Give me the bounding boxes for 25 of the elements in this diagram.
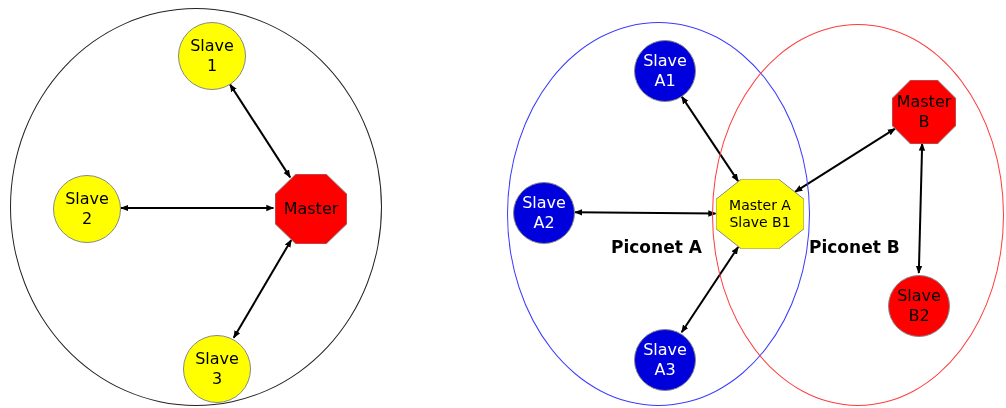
double-arrow xyxy=(574,209,717,217)
node-label: Slave A3 xyxy=(642,340,688,380)
node-label: Master A xyxy=(728,196,792,214)
node-label: Master B xyxy=(896,92,952,132)
node-label: Slave 2 xyxy=(64,189,110,229)
node-label: Slave 3 xyxy=(194,349,240,389)
double-arrow xyxy=(680,95,740,183)
node-label: Slave B2 xyxy=(896,286,942,326)
slave-circle xyxy=(183,335,251,403)
piconet-label: Piconet A xyxy=(611,237,702,257)
double-arrow xyxy=(232,238,293,339)
double-arrow xyxy=(794,127,897,193)
node-label: Master xyxy=(282,199,340,219)
node-label: Slave A1 xyxy=(642,51,688,91)
node-label: Slave A2 xyxy=(521,193,567,233)
master-octagon xyxy=(716,179,804,249)
double-arrow xyxy=(229,83,292,179)
network-circle xyxy=(10,8,382,406)
master-octagon xyxy=(275,174,347,244)
node-label: Slave B1 xyxy=(728,214,792,232)
double-arrow xyxy=(680,245,740,334)
node-label: Slave 1 xyxy=(189,36,235,76)
master-octagon xyxy=(892,80,956,144)
double-arrow xyxy=(120,204,275,212)
piconet-label: Piconet B xyxy=(809,237,900,257)
